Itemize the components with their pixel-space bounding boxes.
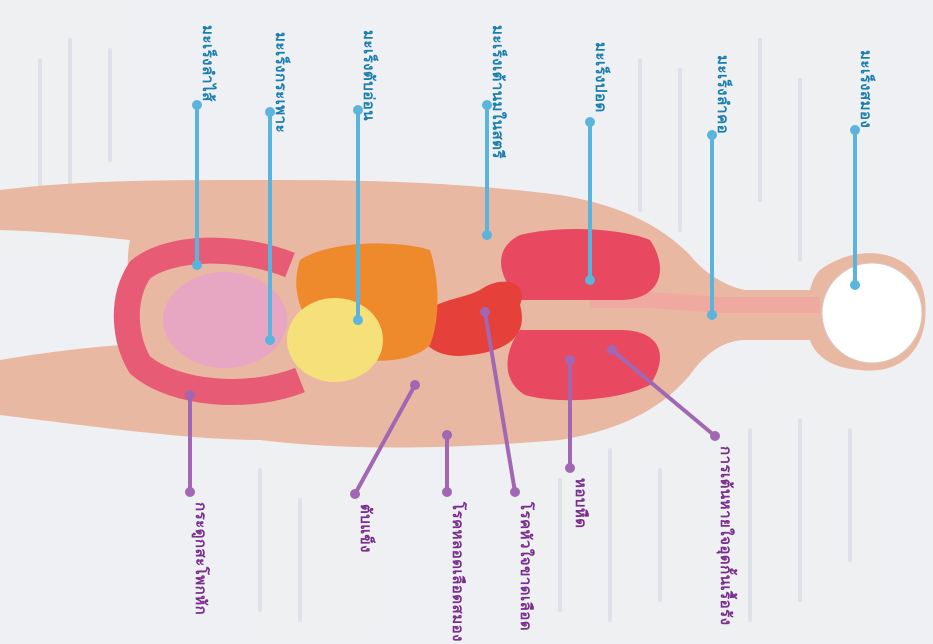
bottom-label-4: โรคหลอดเลือดสมอง	[449, 501, 468, 642]
bottom-connector-dot-3-end	[480, 307, 490, 317]
bottom-connector-dot-5-start	[350, 489, 360, 499]
top-connector-dot-1-end	[850, 280, 860, 290]
top-connector-dot-6-end	[265, 335, 275, 345]
bottom-label-2: หอบหืด	[572, 478, 590, 529]
bottom-connector-dot-6-start	[185, 487, 195, 497]
top-label-6: มะเร็งกระเพาะ	[272, 32, 291, 133]
bottom-connector-dot-2-end	[565, 355, 575, 365]
bottom-connector-dot-1-end	[607, 345, 617, 355]
top-label-2: มะเร็งลำคอ	[714, 55, 733, 134]
stomach	[287, 298, 383, 382]
top-label-4: มะเร็งเต้านมในสตรี	[489, 25, 508, 159]
bottom-label-5: ตับแข็ง	[357, 504, 376, 553]
top-label-1: มะเร็งสมอง	[857, 50, 876, 128]
top-connector-dot-4-end	[482, 230, 492, 240]
bottom-connector-dot-4-end	[442, 430, 452, 440]
bottom-connector-dot-1-start	[710, 431, 720, 441]
top-connector-dot-3-end	[585, 275, 595, 285]
top-connector-dot-3-start	[585, 117, 595, 127]
bottom-label-3: โรคหัวใจขาดเลือด	[517, 501, 536, 631]
bottom-connector-dot-4-start	[442, 487, 452, 497]
top-label-5: มะเร็งตับอ่อน	[360, 30, 379, 121]
top-connector-dot-5-end	[353, 315, 363, 325]
brain	[822, 263, 922, 363]
bottom-connector-dot-5-end	[410, 380, 420, 390]
bottom-connector-dot-6-end	[185, 390, 195, 400]
bottom-connector-dot-3-start	[510, 487, 520, 497]
bottom-label-6: กระดูกสะโพกหัก	[191, 502, 211, 615]
bottom-label-1: การเต้นหายใจอุดกั้นเรื้อรัง	[716, 446, 738, 626]
top-connector-dot-7-end	[192, 260, 202, 270]
trachea	[590, 300, 820, 305]
top-label-7: มะเร็งลำไส้	[199, 25, 218, 102]
bottom-connector-dot-2-start	[565, 463, 575, 473]
top-label-3: มะเร็งปอด	[592, 42, 611, 113]
top-connector-dot-2-end	[707, 310, 717, 320]
